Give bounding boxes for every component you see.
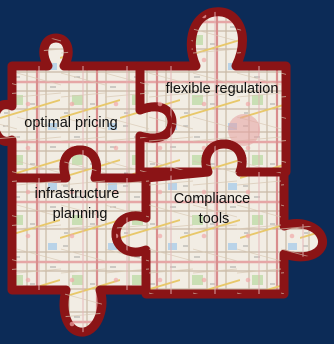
piece-label-flexible-regulation: flexible regulation	[166, 81, 279, 97]
puzzle-piece-compliance-tools	[111, 139, 327, 299]
piece-label-compliance-tools: Compliance tools	[174, 191, 255, 227]
piece-label-optimal-pricing: optimal pricing	[24, 115, 118, 131]
piece-label-infrastructure-planning: infrastructure planning	[35, 186, 124, 222]
